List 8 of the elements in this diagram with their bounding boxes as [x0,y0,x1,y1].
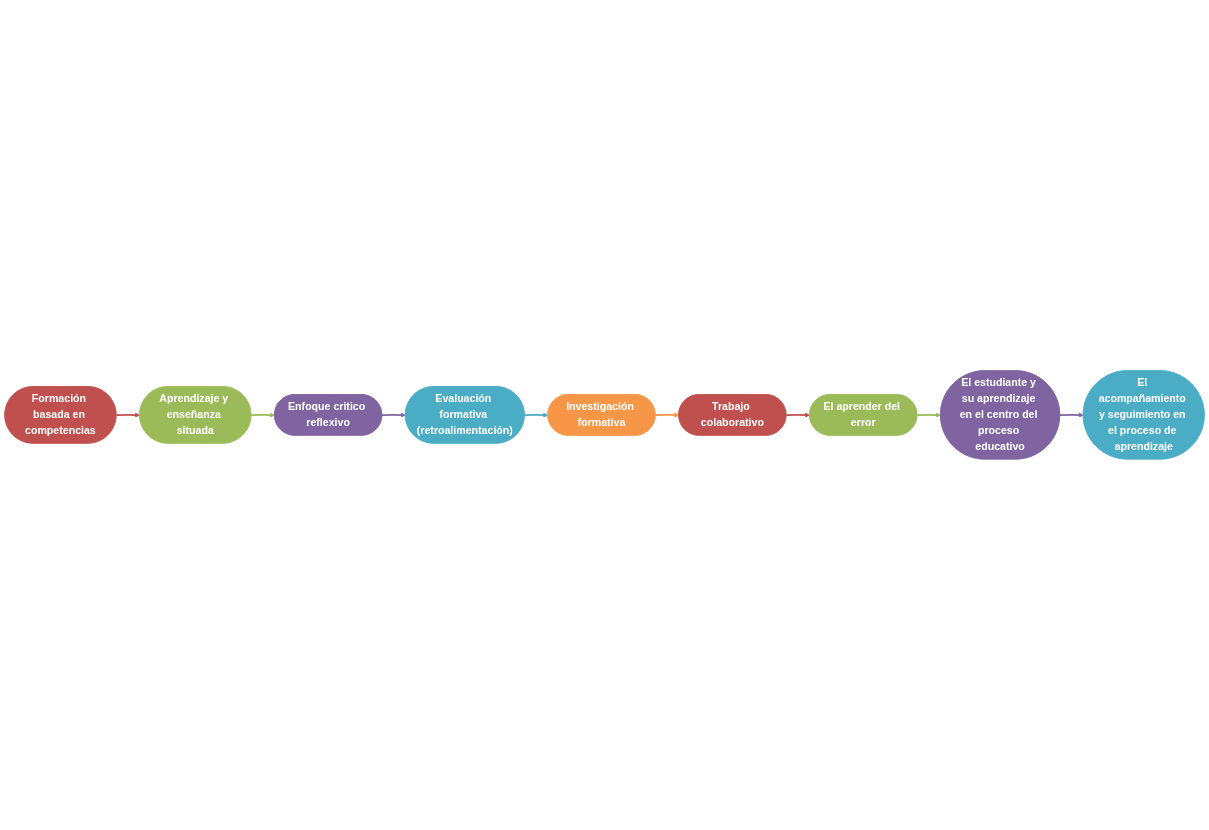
arrow [785,412,811,418]
arrow [250,412,275,418]
arrow [381,412,406,418]
arrow [654,412,680,418]
arrow [523,412,549,418]
arrow [115,412,141,418]
arrow [916,412,941,418]
arrow [1059,412,1084,418]
